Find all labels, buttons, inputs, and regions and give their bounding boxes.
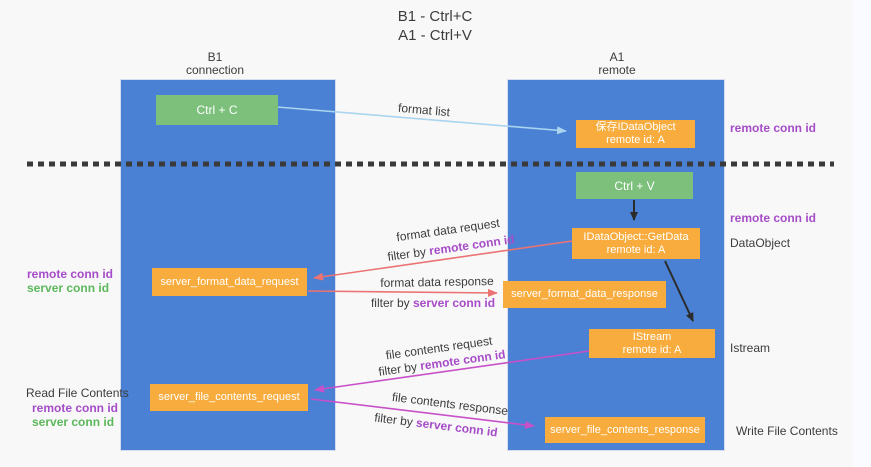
save-idataobject-node: 保存IDataObject remote id: A xyxy=(576,120,695,148)
getdata-line1: IDataObject::GetData xyxy=(583,230,689,243)
istream-annotation: Istream xyxy=(730,341,771,355)
diagram-title-line2: A1 - Ctrl+V xyxy=(398,27,472,44)
istream-node: IStream remote id: A xyxy=(589,329,715,358)
ctrl-c-label: Ctrl + C xyxy=(196,103,238,117)
write-file-contents-annotation: Write File Contents xyxy=(736,424,838,438)
lane-b1-role: connection xyxy=(185,63,245,77)
filter-by-server-conn-id-label-1: filter by server conn id xyxy=(371,296,495,310)
right-remote-conn-id-1: remote conn id xyxy=(730,121,817,135)
diagram-title: B1 - Ctrl+C A1 - Ctrl+V xyxy=(345,7,525,45)
format-list-arrow xyxy=(276,106,567,135)
left-remote-conn-id-1: remote conn id xyxy=(27,267,114,281)
save-idataobject-line2: remote id: A xyxy=(606,134,665,146)
ctrl-c-node: Ctrl + C xyxy=(156,95,278,125)
lane-header-b1: B1 connection xyxy=(160,51,270,77)
lane-header-a1: A1 remote xyxy=(562,51,672,77)
read-file-contents-annotation: Read File Contents xyxy=(26,386,129,400)
left-server-conn-id-1: server conn id xyxy=(27,281,110,295)
lane-a1-role: remote xyxy=(598,63,636,77)
page-right-strip xyxy=(853,0,871,467)
getdata-line2: remote id: A xyxy=(606,243,666,256)
server-file-contents-response-label: server_file_contents_response xyxy=(550,423,700,436)
getdata-to-istream-arrow xyxy=(664,260,694,322)
left-remote-conn-id-2: remote conn id xyxy=(32,401,119,415)
diagram-title-line1: B1 - Ctrl+C xyxy=(397,8,473,25)
server-format-data-response-label: server_format_data_response xyxy=(511,288,658,300)
format-data-request-arrow xyxy=(313,240,573,281)
server-format-data-request-node: server_format_data_request xyxy=(152,268,307,296)
dataobject-annotation: DataObject xyxy=(730,236,791,250)
server-format-data-request-label: server_format_data_request xyxy=(160,275,299,288)
server-file-contents-response-node: server_file_contents_response xyxy=(545,417,705,443)
filter-prefix: filter by xyxy=(370,296,413,310)
lane-a1-name: A1 xyxy=(609,50,625,64)
format-data-response-arrow xyxy=(307,288,498,297)
file-contents-request-arrow xyxy=(314,350,590,393)
left-server-conn-id-2: server conn id xyxy=(32,415,115,429)
lane-b1-name: B1 xyxy=(207,50,223,64)
format-data-response-label: format data response xyxy=(380,274,494,290)
right-remote-conn-id-2: remote conn id xyxy=(730,211,817,225)
ctrl-v-node: Ctrl + V xyxy=(576,172,693,199)
file-contents-response-arrow xyxy=(310,398,535,429)
server-format-data-response-node: server_format_data_response xyxy=(503,281,666,308)
istream-line1: IStream xyxy=(632,330,672,343)
ctrl-v-label: Ctrl + V xyxy=(614,178,655,193)
server-file-contents-request-label: server_file_contents_request xyxy=(158,391,300,403)
idataobject-getdata-node: IDataObject::GetData remote id: A xyxy=(572,228,700,259)
istream-line2: remote id: A xyxy=(622,343,682,356)
save-idataobject-line1: 保存IDataObject xyxy=(595,121,676,133)
server-conn-id-text: server conn id xyxy=(412,296,496,310)
server-file-contents-request-node: server_file_contents_request xyxy=(150,384,308,411)
